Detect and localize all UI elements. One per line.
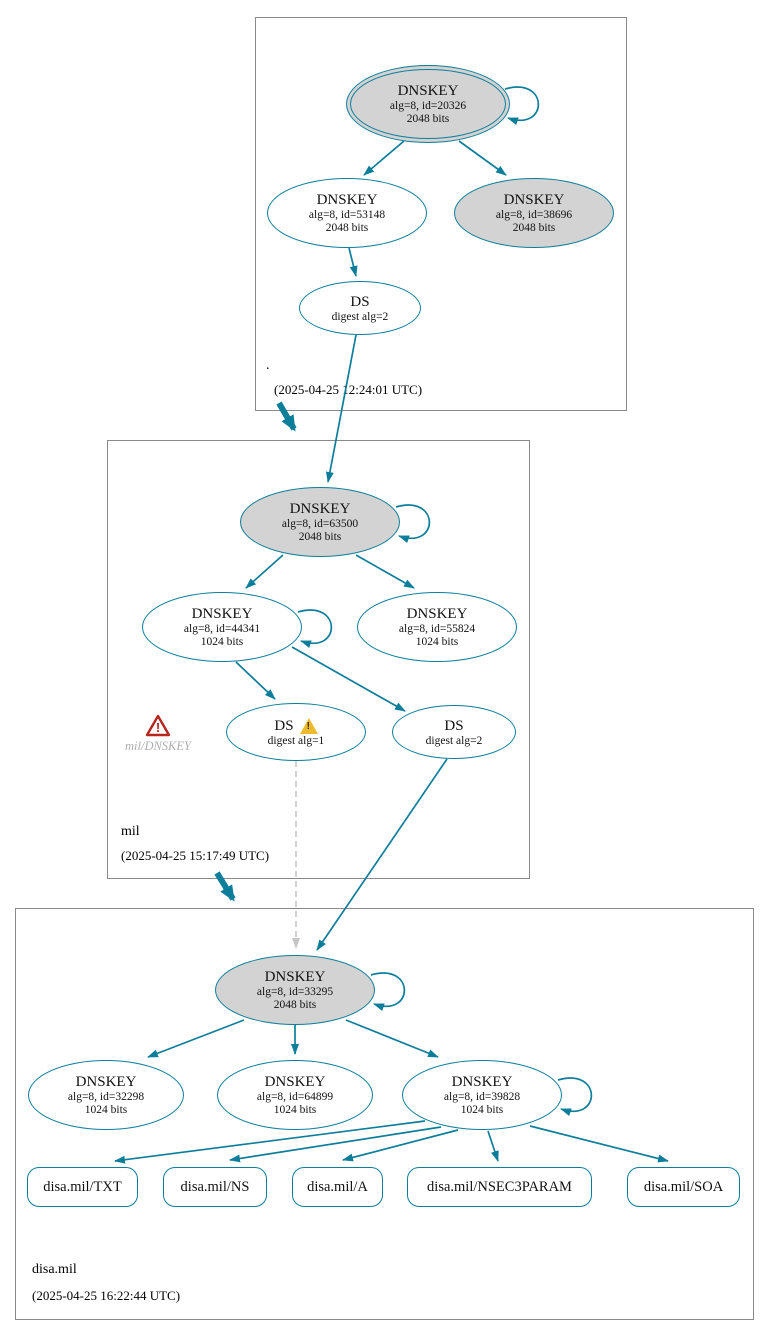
dnskey-node-39828[interactable]: DNSKEY alg=8, id=39828 1024 bits <box>402 1060 562 1130</box>
node-meta: alg=8, id=39828 <box>443 1091 521 1103</box>
error-icon: ! <box>145 714 171 737</box>
node-meta: alg=8, id=33295 <box>256 986 334 998</box>
ds-node-mil-alg1[interactable]: DS digest alg=1 <box>226 703 366 761</box>
node-title: DNSKEY <box>397 83 459 99</box>
error-annotation-mil-dnskey[interactable]: ! mil/DNSKEY <box>103 714 213 754</box>
node-title: DNSKEY <box>75 1074 137 1090</box>
zone-timestamp-root: (2025-04-25 12:24:01 UTC) <box>274 382 423 397</box>
node-bits: 1024 bits <box>273 1104 317 1116</box>
node-meta: alg=8, id=44341 <box>183 623 261 635</box>
rrset-disa-mil-soa[interactable]: disa.mil/SOA <box>627 1167 740 1207</box>
node-bits: 1024 bits <box>460 1104 504 1116</box>
node-bits: 2048 bits <box>273 999 317 1011</box>
node-meta: alg=8, id=63500 <box>281 518 359 530</box>
node-title: DNSKEY <box>451 1074 513 1090</box>
rrset-disa-mil-nsec3param[interactable]: disa.mil/NSEC3PARAM <box>407 1167 592 1207</box>
node-bits: 2048 bits <box>298 531 342 543</box>
warning-icon <box>299 717 318 734</box>
dnskey-node-33295[interactable]: DNSKEY alg=8, id=33295 2048 bits <box>215 955 375 1025</box>
node-meta: digest alg=2 <box>331 310 389 323</box>
node-bits: 2048 bits <box>512 222 556 234</box>
ds-node-mil-alg2[interactable]: DS digest alg=2 <box>392 705 516 759</box>
node-meta: alg=8, id=55824 <box>398 623 476 635</box>
node-bits: 1024 bits <box>415 636 459 648</box>
node-bits: 1024 bits <box>84 1104 128 1116</box>
ds-node-root[interactable]: DS digest alg=2 <box>299 281 421 335</box>
node-meta: digest alg=2 <box>425 734 483 747</box>
rrset-disa-mil-txt[interactable]: disa.mil/TXT <box>27 1167 138 1207</box>
node-meta: digest alg=1 <box>267 734 325 747</box>
rrset-label: disa.mil/TXT <box>43 1178 122 1195</box>
node-meta: alg=8, id=64899 <box>256 1091 334 1103</box>
node-meta: alg=8, id=32298 <box>67 1091 145 1103</box>
rrset-label: disa.mil/A <box>307 1178 368 1195</box>
node-title: DS <box>444 717 464 734</box>
dnskey-node-20326[interactable]: DNSKEY alg=8, id=20326 2048 bits <box>346 65 510 143</box>
node-meta: alg=8, id=20326 <box>389 100 467 112</box>
zone-label-root: . <box>266 358 270 373</box>
node-title: DNSKEY <box>264 1074 326 1090</box>
dnskey-node-64899[interactable]: DNSKEY alg=8, id=64899 1024 bits <box>217 1060 373 1130</box>
dnskey-node-38696[interactable]: DNSKEY alg=8, id=38696 2048 bits <box>454 178 614 248</box>
dnskey-node-63500[interactable]: DNSKEY alg=8, id=63500 2048 bits <box>240 487 400 557</box>
dnskey-node-55824[interactable]: DNSKEY alg=8, id=55824 1024 bits <box>357 592 517 662</box>
dnskey-node-44341[interactable]: DNSKEY alg=8, id=44341 1024 bits <box>142 592 302 662</box>
dnskey-node-53148[interactable]: DNSKEY alg=8, id=53148 2048 bits <box>267 178 427 248</box>
node-title: DNSKEY <box>289 501 351 517</box>
rrset-disa-mil-a[interactable]: disa.mil/A <box>292 1167 383 1207</box>
zone-label-mil: mil <box>121 824 140 839</box>
zone-label-disa-mil: disa.mil <box>32 1262 77 1277</box>
zone-timestamp-disa-mil: (2025-04-25 16:22:44 UTC) <box>32 1288 181 1303</box>
node-bits: 2048 bits <box>406 113 450 125</box>
rrset-disa-mil-ns[interactable]: disa.mil/NS <box>163 1167 267 1207</box>
node-bits: 1024 bits <box>200 636 244 648</box>
node-title: DNSKEY <box>503 192 565 208</box>
zone-timestamp-mil: (2025-04-25 15:17:49 UTC) <box>121 848 270 863</box>
rrset-label: disa.mil/NSEC3PARAM <box>427 1178 572 1195</box>
svg-text:!: ! <box>156 720 160 735</box>
rrset-label: disa.mil/SOA <box>643 1178 724 1195</box>
node-title: DNSKEY <box>406 606 468 622</box>
node-title: DNSKEY <box>264 969 326 985</box>
node-meta: alg=8, id=53148 <box>308 209 386 221</box>
node-title: DNSKEY <box>316 192 378 208</box>
rrset-label: disa.mil/NS <box>180 1178 250 1195</box>
node-meta: alg=8, id=38696 <box>495 209 573 221</box>
node-title: DS <box>274 717 294 734</box>
error-label: mil/DNSKEY <box>125 739 191 753</box>
node-title: DS <box>350 293 370 310</box>
node-title: DNSKEY <box>191 606 253 622</box>
dnskey-node-32298[interactable]: DNSKEY alg=8, id=32298 1024 bits <box>28 1060 184 1130</box>
node-bits: 2048 bits <box>325 222 369 234</box>
